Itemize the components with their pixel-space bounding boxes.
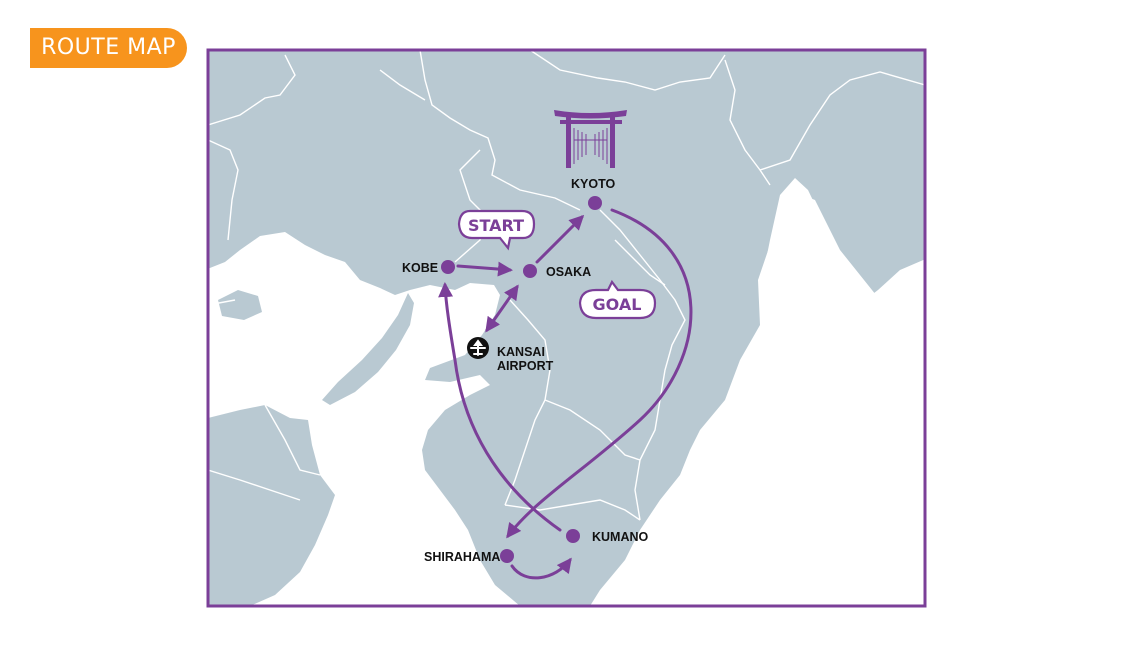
osaka-label: OSAKA [546, 265, 591, 279]
route-lines [438, 208, 693, 580]
shirahama-label: SHIRAHAMA [424, 550, 500, 564]
start-callout: START [457, 209, 536, 251]
route-map-badge: ROUTE MAP [30, 28, 187, 68]
goal-callout: GOAL [578, 279, 657, 320]
mainland [208, 50, 925, 606]
route-osaka-airport [485, 284, 519, 333]
route-kyoto-shirahama [506, 208, 693, 539]
shikoku [208, 405, 335, 606]
route-kumano-kobe [438, 282, 562, 532]
kumano-label: KUMANO [592, 530, 649, 544]
awaji-island [322, 293, 414, 405]
small-island-west [218, 290, 262, 320]
map-frame [206, 48, 927, 608]
ise-bay [760, 178, 925, 330]
kansai-label-line2: AIRPORT [497, 359, 554, 373]
route-kobe-osaka [456, 261, 513, 277]
kobe-label: KOBE [402, 261, 438, 275]
airplane-icon [467, 337, 489, 359]
kyoto-label: KYOTO [571, 177, 615, 191]
prefecture-borders [208, 50, 925, 521]
goal-label: GOAL [593, 295, 642, 314]
route-shirahama-kumano [510, 557, 572, 580]
osaka-dot [523, 264, 537, 278]
kyoto-dot [588, 196, 602, 210]
route-osaka-kyoto [535, 214, 585, 264]
city-dots [441, 196, 602, 563]
kansai-label-line1: KANSAI [497, 345, 545, 359]
east-coast-sea [605, 336, 925, 606]
kobe-dot [441, 260, 455, 274]
map-area [208, 50, 925, 606]
start-label: START [468, 216, 524, 235]
kumano-dot [566, 529, 580, 543]
torii-gate-icon [554, 110, 627, 168]
shirahama-dot [500, 549, 514, 563]
